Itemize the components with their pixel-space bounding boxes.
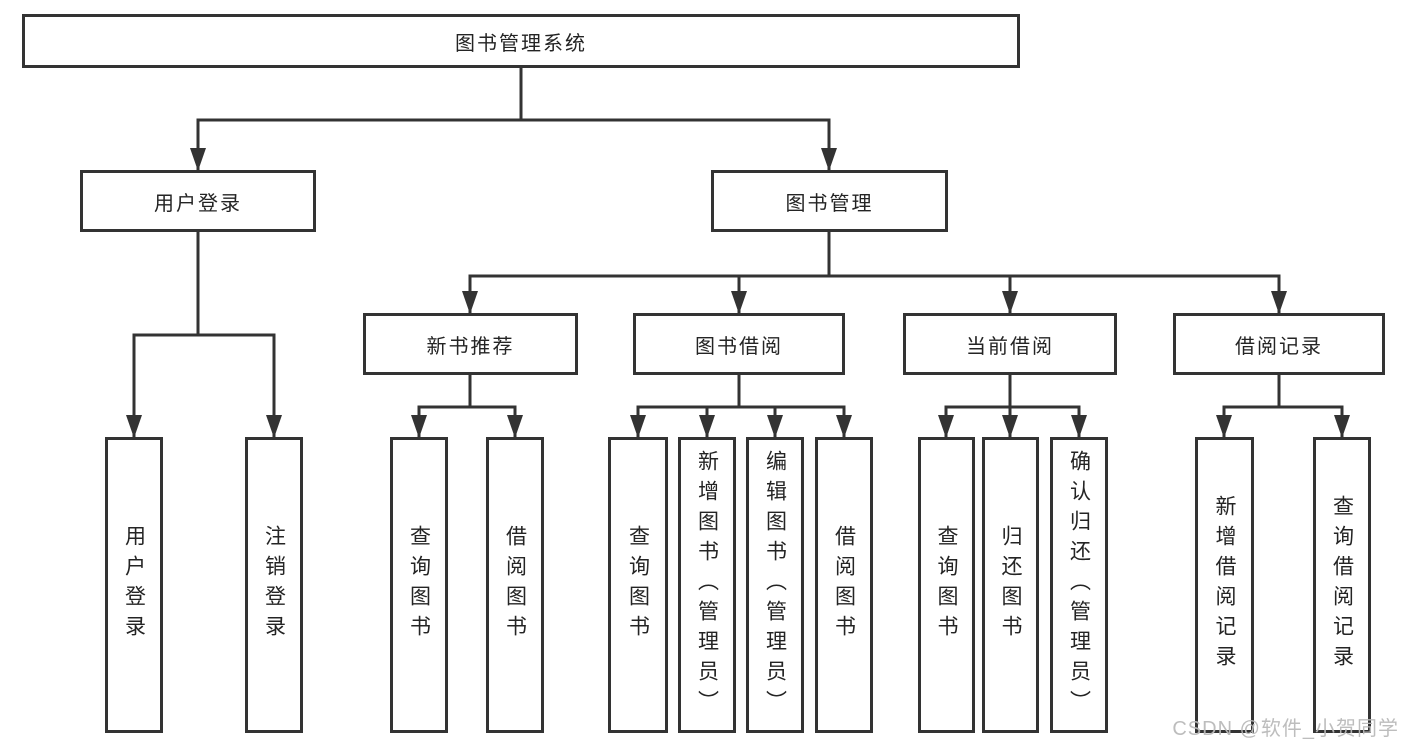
node-label: 查询图书 bbox=[407, 525, 431, 645]
leaf-query-books-recommend: 查询图书 bbox=[390, 437, 448, 733]
leaf-user-login: 用户登录 bbox=[105, 437, 163, 733]
node-label: 查询图书 bbox=[626, 525, 650, 645]
connector-user-login-bracket bbox=[132, 333, 276, 437]
leaf-query-books-current: 查询图书 bbox=[918, 437, 975, 733]
node-label: 新增借阅记录 bbox=[1213, 495, 1236, 675]
leaf-query-books-borrowing: 查询图书 bbox=[608, 437, 668, 733]
node-label: 确认归还（管理员） bbox=[1067, 450, 1091, 720]
leaf-edit-book-admin: 编辑图书（管理员） bbox=[746, 437, 804, 733]
node-label: 编辑图书（管理员） bbox=[763, 450, 787, 720]
node-label: 借阅记录 bbox=[1235, 335, 1323, 358]
connector-leaf-bracket-1 bbox=[417, 405, 517, 437]
leaf-logout: 注销登录 bbox=[245, 437, 303, 733]
node-label: 图书管理系统 bbox=[455, 32, 587, 55]
node-label: 图书管理 bbox=[785, 192, 874, 215]
node-label: 归还图书 bbox=[999, 525, 1022, 645]
leaf-add-book-admin: 新增图书（管理员） bbox=[678, 437, 736, 733]
node-book-borrowing: 图书借阅 bbox=[633, 313, 845, 375]
leaf-borrow-books-borrowing: 借阅图书 bbox=[815, 437, 873, 733]
connector-leaf-bracket-4 bbox=[1222, 405, 1344, 437]
node-label: 查询图书 bbox=[935, 525, 958, 645]
node-current-borrowing: 当前借阅 bbox=[903, 313, 1117, 375]
node-label: 注销登录 bbox=[262, 525, 286, 645]
node-label: 当前借阅 bbox=[966, 335, 1054, 358]
node-label: 新增图书（管理员） bbox=[695, 450, 719, 720]
connector-level1-bracket bbox=[196, 118, 831, 170]
node-label: 新书推荐 bbox=[426, 335, 515, 358]
connector-level2-bracket bbox=[468, 274, 1281, 313]
csdn-watermark: CSDN @软件_小贺同学 bbox=[1172, 718, 1399, 740]
node-label: 查询借阅记录 bbox=[1330, 495, 1354, 675]
leaf-borrow-books-recommend: 借阅图书 bbox=[486, 437, 544, 733]
leaf-add-borrowing-record: 新增借阅记录 bbox=[1195, 437, 1254, 733]
node-library-management-system: 图书管理系统 bbox=[22, 14, 1020, 68]
leaf-query-borrowing-record: 查询借阅记录 bbox=[1313, 437, 1371, 733]
node-new-book-recommendation: 新书推荐 bbox=[363, 313, 578, 375]
node-label: 用户登录 bbox=[154, 192, 242, 215]
node-book-management: 图书管理 bbox=[711, 170, 948, 232]
node-label: 借阅图书 bbox=[503, 525, 527, 645]
connector-leaf-bracket-2 bbox=[636, 405, 846, 437]
node-label: 借阅图书 bbox=[832, 525, 856, 645]
node-user-login: 用户登录 bbox=[80, 170, 316, 232]
leaf-return-books: 归还图书 bbox=[982, 437, 1039, 733]
node-label: 图书借阅 bbox=[695, 335, 783, 358]
node-borrowing-records: 借阅记录 bbox=[1173, 313, 1385, 375]
arrowheads bbox=[126, 148, 1350, 438]
node-label: 用户登录 bbox=[122, 525, 146, 645]
leaf-confirm-return-admin: 确认归还（管理员） bbox=[1050, 437, 1108, 733]
